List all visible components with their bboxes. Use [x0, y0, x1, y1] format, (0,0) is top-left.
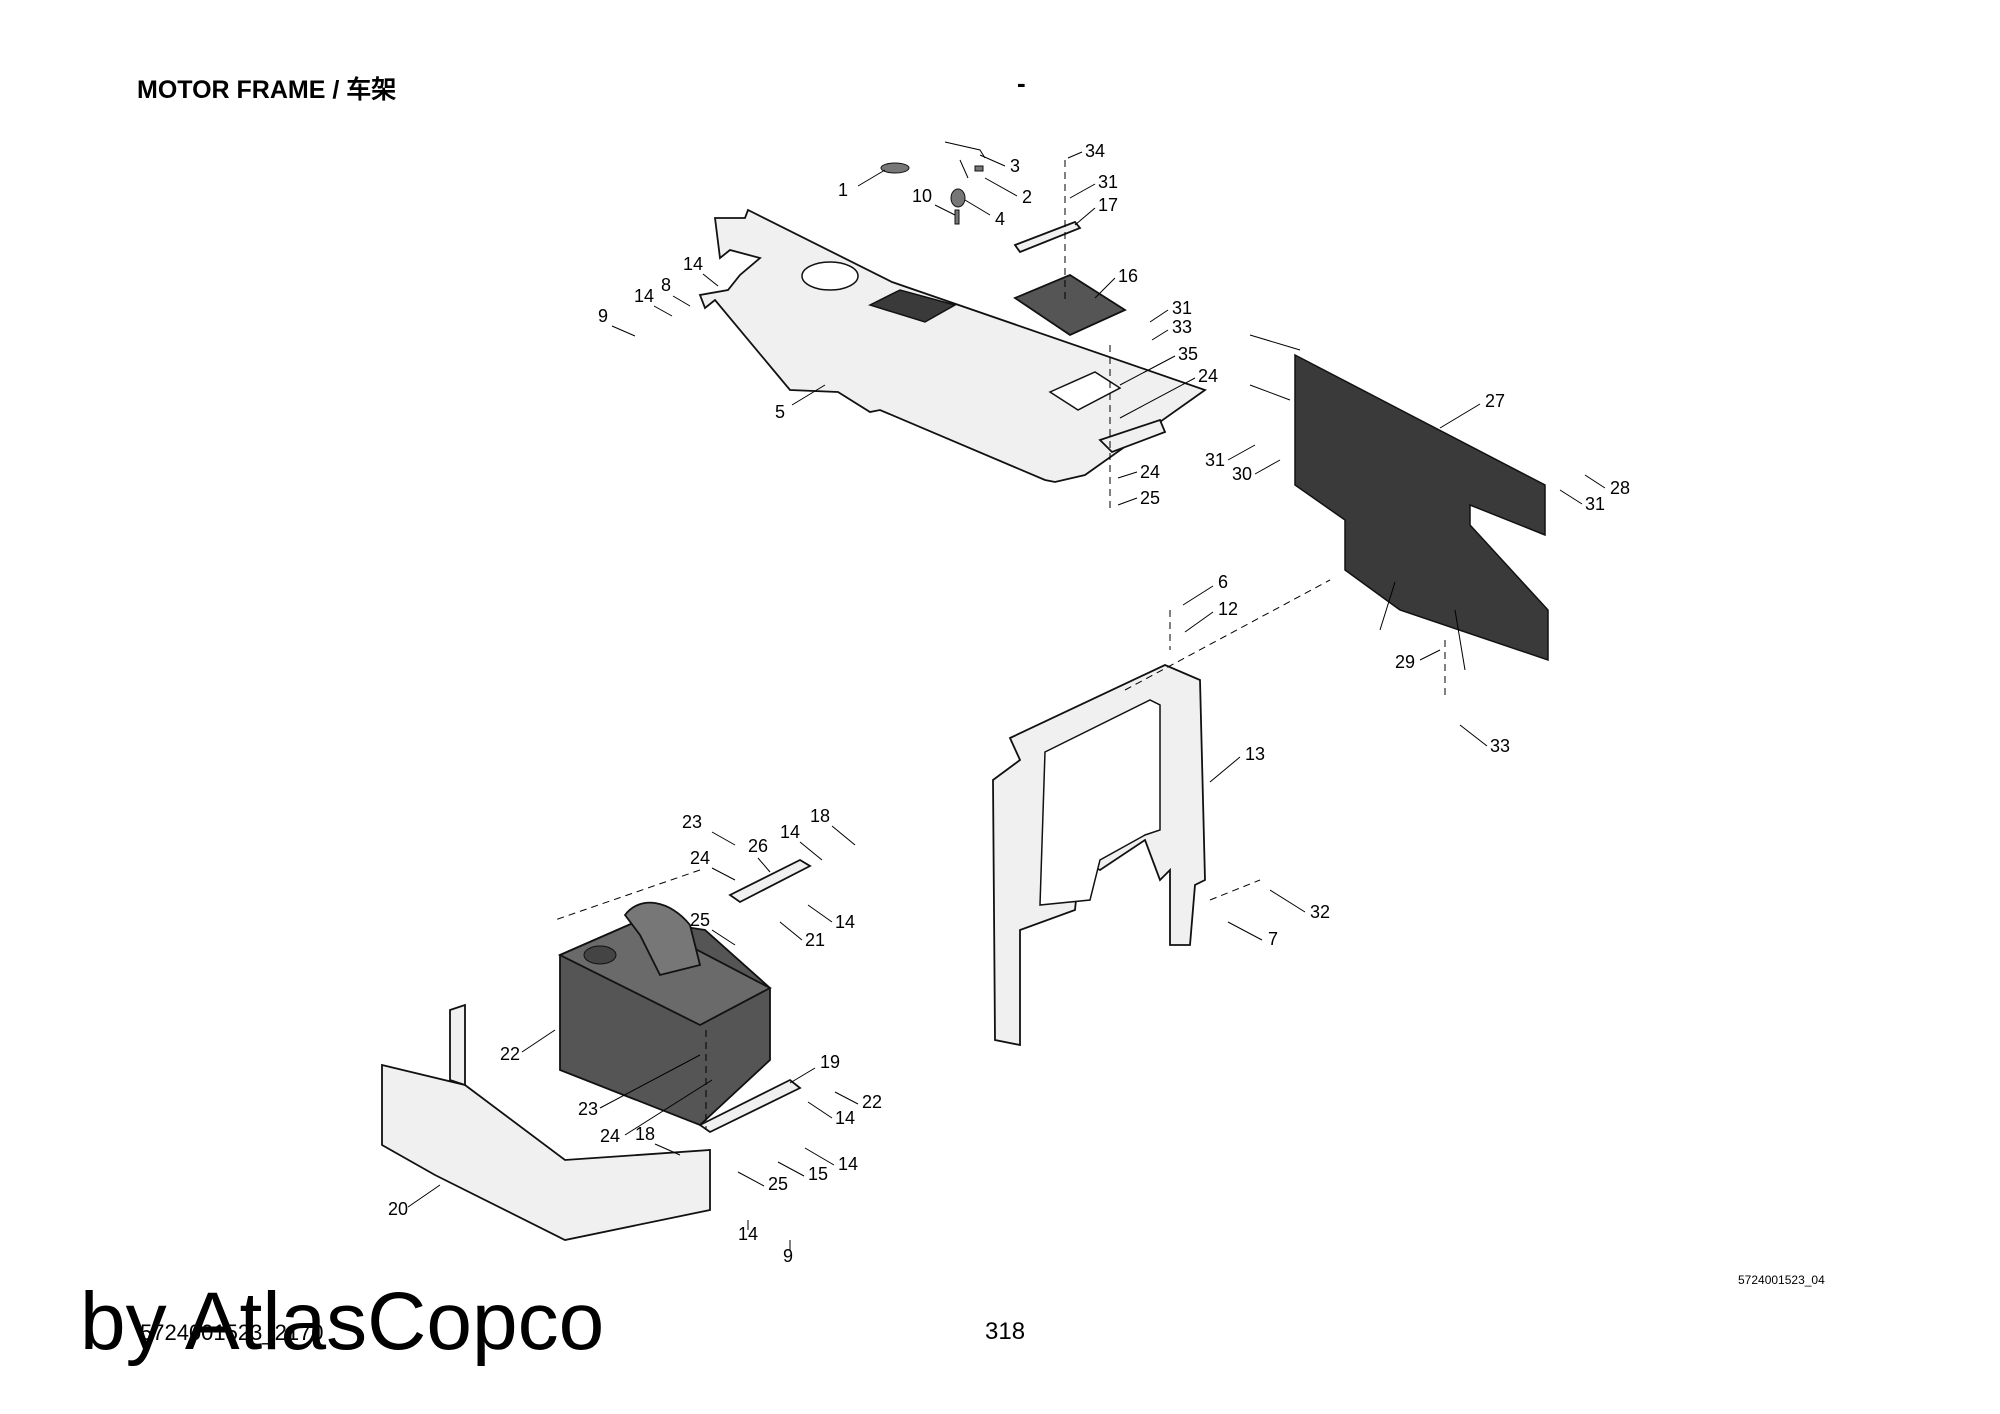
callout-14b: 14: [634, 286, 654, 306]
callout-9b: 9: [783, 1246, 793, 1266]
battery-tray-part: [381, 1003, 711, 1241]
callout-29: 29: [1395, 652, 1415, 672]
callout-27: 27: [1485, 391, 1505, 411]
callout-18b: 18: [635, 1124, 655, 1144]
callout-31b: 31: [1172, 298, 1192, 318]
callout-1: 1: [838, 180, 848, 200]
callout-2: 2: [1022, 187, 1032, 207]
callout-23b: 23: [578, 1099, 598, 1119]
callout-14f: 14: [838, 1154, 858, 1174]
callout-28: 28: [1610, 478, 1630, 498]
callout-33: 33: [1172, 317, 1192, 337]
callout-14c: 14: [780, 822, 800, 842]
callout-23: 23: [682, 812, 702, 832]
latch-hardware: [880, 141, 986, 225]
callout-24: 24: [1198, 366, 1218, 386]
callout-35: 35: [1178, 344, 1198, 364]
header-dash: -: [1017, 68, 1026, 98]
callout-25c: 25: [768, 1174, 788, 1194]
callout-22: 22: [500, 1044, 520, 1064]
callout-25: 25: [1140, 488, 1160, 508]
callout-labels: 1 3 2 10 4 34 31 17 14 8 14 9 5 16 31 33…: [388, 141, 1630, 1266]
side-frame-part: [992, 664, 1206, 1047]
callout-14e: 14: [835, 1108, 855, 1128]
cover-plate-part: [698, 208, 1207, 483]
callout-21: 21: [805, 930, 825, 950]
callout-19: 19: [820, 1052, 840, 1072]
callout-18: 18: [810, 806, 830, 826]
grille-part: [1249, 334, 1549, 671]
callout-7: 7: [1268, 929, 1278, 949]
callout-30: 30: [1232, 464, 1252, 484]
bracket-upper-part: [728, 858, 812, 904]
callout-14g: 14: [738, 1224, 758, 1244]
callout-31d: 31: [1585, 494, 1605, 514]
callout-5: 5: [775, 402, 785, 422]
document-number: 5724001523_2170: [140, 1320, 324, 1345]
battery-part: [557, 901, 772, 1127]
callout-12: 12: [1218, 599, 1238, 619]
callout-20: 20: [388, 1199, 408, 1219]
callout-14: 14: [683, 254, 703, 274]
callout-17: 17: [1098, 195, 1118, 215]
bracket-lower-part: [698, 1078, 802, 1134]
strap-part: [1013, 220, 1082, 254]
callout-24b: 24: [1140, 462, 1160, 482]
callout-9: 9: [598, 306, 608, 326]
page-number: 318: [985, 1318, 1026, 1345]
callout-16: 16: [1118, 266, 1138, 286]
callout-32: 32: [1310, 902, 1330, 922]
callout-3: 3: [1010, 156, 1020, 176]
callout-8: 8: [661, 275, 671, 295]
assembly-lines: [554, 160, 1446, 1130]
callout-33b: 33: [1490, 736, 1510, 756]
callout-31: 31: [1098, 172, 1118, 192]
callout-31c: 31: [1205, 450, 1225, 470]
callout-24d: 24: [600, 1126, 620, 1146]
callout-14d: 14: [835, 912, 855, 932]
callout-15: 15: [808, 1164, 828, 1184]
callout-25b: 25: [690, 910, 710, 930]
page-title: MOTOR FRAME / 车架: [137, 76, 397, 104]
drawing-reference: 5724001523_04: [1738, 1273, 1825, 1287]
watermark-text: by AtlasCopco: [80, 1276, 605, 1367]
callout-6: 6: [1218, 572, 1228, 592]
callout-24c: 24: [690, 848, 710, 868]
callout-10: 10: [912, 186, 932, 206]
callout-13: 13: [1245, 744, 1265, 764]
callout-26: 26: [748, 836, 768, 856]
callout-4: 4: [995, 209, 1005, 229]
callout-34: 34: [1085, 141, 1105, 161]
callout-22b: 22: [862, 1092, 882, 1112]
